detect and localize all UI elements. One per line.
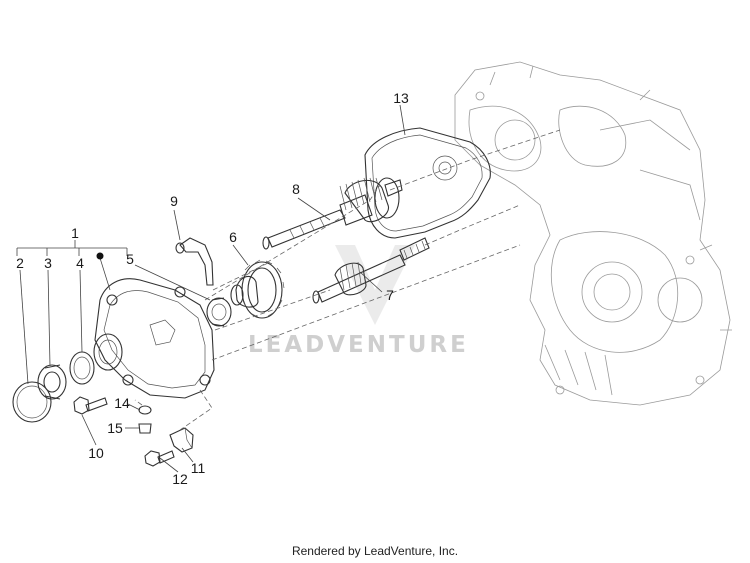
gasket [364, 127, 491, 239]
callout-8: 8 [292, 181, 300, 197]
washer-14 [138, 405, 152, 415]
callout-leaders [16, 104, 406, 473]
bullet-dot [96, 252, 104, 260]
bearing-5 [206, 297, 232, 327]
oil-seal [69, 351, 95, 385]
callout-6: 6 [229, 229, 237, 245]
callout-5: 5 [126, 251, 134, 267]
assembly-lines [134, 129, 561, 431]
gear [230, 259, 285, 319]
transmission-cover [93, 278, 215, 399]
crankcase-housing [454, 61, 732, 406]
callout-10: 10 [88, 445, 104, 461]
screw-15 [138, 423, 152, 434]
bracket-11 [169, 427, 194, 453]
callout-15: 15 [107, 420, 123, 436]
secondary-shaft [312, 237, 430, 304]
callout-7: 7 [386, 287, 394, 303]
callout-4: 4 [76, 255, 84, 271]
callout-13: 13 [393, 90, 409, 106]
bolt-10 [73, 396, 108, 415]
bolt-12 [144, 450, 175, 467]
callout-11: 11 [191, 460, 206, 476]
main-shaft [262, 177, 403, 250]
bearing-3 [37, 364, 67, 400]
callout-labels: 1 2 3 4 5 6 7 8 9 10 11 12 13 14 15 [16, 90, 409, 487]
hose-fitting [175, 237, 214, 286]
callout-14: 14 [114, 395, 130, 411]
callout-9: 9 [170, 193, 178, 209]
circlip [12, 381, 52, 423]
callout-2: 2 [16, 255, 24, 271]
footer-credit: Rendered by LeadVenture, Inc. [291, 544, 459, 558]
callout-1: 1 [71, 225, 79, 241]
watermark: LEADVENTURE [248, 245, 469, 358]
callout-12: 12 [172, 471, 188, 487]
callout-3: 3 [44, 255, 52, 271]
svg-text:LEADVENTURE: LEADVENTURE [248, 332, 469, 358]
